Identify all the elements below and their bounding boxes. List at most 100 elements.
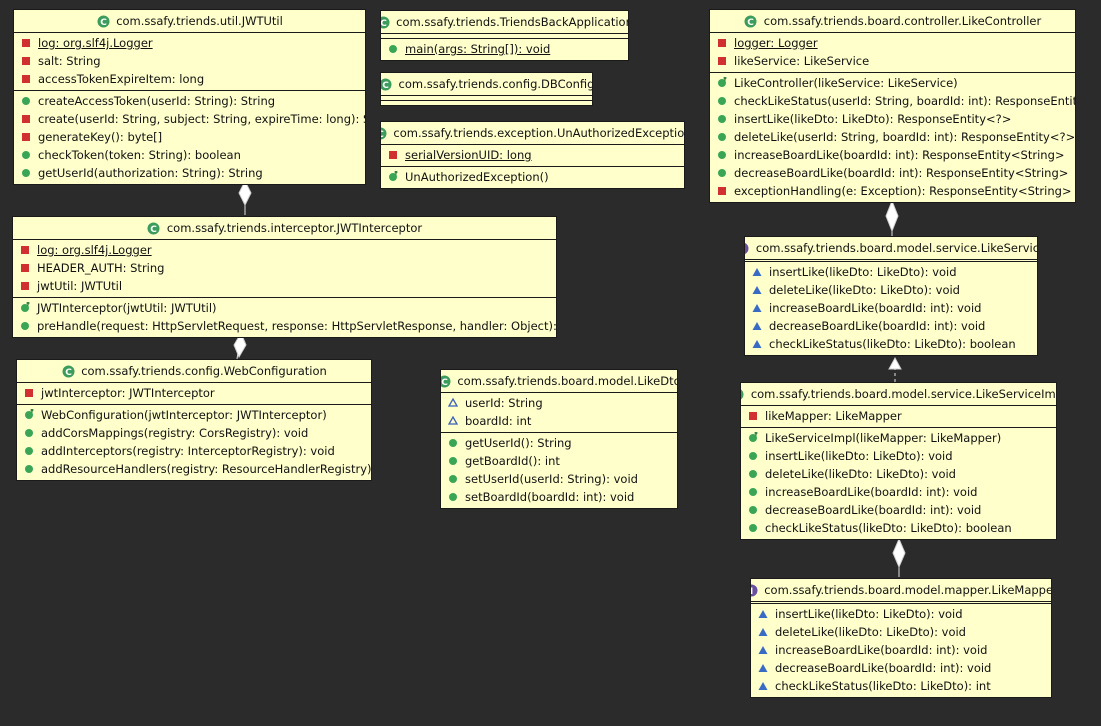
method-row[interactable]: decreaseBoardLike(boardId: int): void: [745, 317, 1037, 335]
method-row[interactable]: LikeController(likeService: LikeService): [710, 74, 1075, 92]
interface-icon: I: [745, 241, 750, 255]
field-text: HEADER_AUTH: String: [37, 261, 165, 275]
method-row[interactable]: JWTInterceptor(jwtUtil: JWTUtil): [13, 299, 556, 317]
method-row[interactable]: create(userId: String, subject: String, …: [14, 110, 365, 128]
method-row[interactable]: getUserId(): String: [441, 434, 677, 452]
field-row[interactable]: HEADER_AUTH: String: [13, 259, 556, 277]
private-visibility-icon: [19, 36, 33, 50]
svg-text:C: C: [747, 18, 754, 28]
class-name: com.ssafy.triends.config.WebConfiguratio…: [81, 364, 327, 378]
class-header[interactable]: Icom.ssafy.triends.board.model.service.L…: [745, 237, 1037, 262]
method-row[interactable]: increaseBoardLike(boardId: int): void: [741, 483, 1056, 501]
method-row[interactable]: deleteLike(likeDto: LikeDto): void: [741, 465, 1056, 483]
field-text: boardId: int: [465, 414, 532, 428]
fields-section: likeMapper: LikeMapper: [741, 406, 1056, 428]
method-row[interactable]: increaseBoardLike(boardId: int): Respons…: [710, 146, 1075, 164]
method-text: insertLike(likeDto: LikeDto): void: [765, 449, 953, 463]
method-text: UnAuthorizedException(): [405, 170, 549, 184]
class-box-like-service-impl[interactable]: Ccom.ssafy.triends.board.model.service.L…: [740, 382, 1057, 540]
private-visibility-icon: [715, 54, 729, 68]
method-row[interactable]: generateKey(): byte[]: [14, 128, 365, 146]
method-row[interactable]: checkLikeStatus(userId: String, boardId:…: [710, 92, 1075, 110]
field-row[interactable]: jwtInterceptor: JWTInterceptor: [17, 384, 371, 402]
field-row[interactable]: likeService: LikeService: [710, 52, 1075, 70]
class-box-like-service[interactable]: Icom.ssafy.triends.board.model.service.L…: [744, 236, 1038, 356]
method-text: decreaseBoardLike(boardId: int): Respons…: [734, 166, 1069, 180]
method-row[interactable]: deleteLike(likeDto: LikeDto): void: [745, 281, 1037, 299]
method-row[interactable]: insertLike(likeDto: LikeDto): void: [745, 263, 1037, 281]
field-row[interactable]: log: org.slf4j.Logger: [13, 241, 556, 259]
class-name: com.ssafy.triends.board.model.mapper.Lik…: [764, 583, 1051, 597]
method-row[interactable]: decreaseBoardLike(boardId: int): void: [741, 501, 1056, 519]
package-visibility-icon: [446, 414, 460, 428]
field-text: likeService: LikeService: [734, 54, 870, 68]
class-header[interactable]: Ccom.ssafy.triends.exception.UnAuthorize…: [381, 122, 684, 145]
method-row[interactable]: getUserId(authorization: String): String: [14, 164, 365, 182]
public-visibility-icon: [446, 454, 460, 468]
field-row[interactable]: accessTokenExpireItem: long: [14, 70, 365, 88]
method-row[interactable]: decreaseBoardLike(boardId: int): Respons…: [710, 164, 1075, 182]
method-row[interactable]: deleteLike(likeDto: LikeDto): void: [751, 623, 1051, 641]
class-box-like-mapper[interactable]: Icom.ssafy.triends.board.model.mapper.Li…: [750, 578, 1052, 698]
field-row[interactable]: boardId: int: [441, 412, 677, 430]
methods-section: createAccessToken(userId: String): Strin…: [14, 91, 365, 184]
class-box-triends-back-application[interactable]: Ccom.ssafy.triends.TriendsBackApplicatio…: [380, 10, 629, 61]
public-visibility-icon: [19, 166, 33, 180]
field-row[interactable]: userId: String: [441, 394, 677, 412]
method-row[interactable]: increaseBoardLike(boardId: int): void: [745, 299, 1037, 317]
class-name: com.ssafy.triends.TriendsBackApplication: [396, 15, 628, 29]
method-row[interactable]: preHandle(request: HttpServletRequest, r…: [13, 317, 556, 335]
method-row[interactable]: addInterceptors(registry: InterceptorReg…: [17, 442, 371, 460]
method-row[interactable]: main(args: String[]): void: [381, 40, 628, 58]
method-row[interactable]: UnAuthorizedException(): [381, 168, 684, 186]
method-row[interactable]: insertLike(likeDto: LikeDto): void: [741, 447, 1056, 465]
method-row[interactable]: exceptionHandling(e: Exception): Respons…: [710, 182, 1075, 200]
method-text: LikeController(likeService: LikeService): [734, 76, 958, 90]
method-row[interactable]: increaseBoardLike(boardId: int): void: [751, 641, 1051, 659]
public-visibility-icon: [19, 94, 33, 108]
method-row[interactable]: setBoardId(boardId: int): void: [441, 488, 677, 506]
method-row[interactable]: insertLike(likeDto: LikeDto): ResponseEn…: [710, 110, 1075, 128]
method-row[interactable]: WebConfiguration(jwtInterceptor: JWTInte…: [17, 406, 371, 424]
class-header[interactable]: Ccom.ssafy.triends.TriendsBackApplicatio…: [381, 11, 628, 34]
method-row[interactable]: insertLike(likeDto: LikeDto): void: [751, 605, 1051, 623]
method-row[interactable]: checkLikeStatus(likeDto: LikeDto): boole…: [741, 519, 1056, 537]
method-row[interactable]: checkLikeStatus(likeDto: LikeDto): int: [751, 677, 1051, 695]
field-row[interactable]: serialVersionUID: long: [381, 146, 684, 164]
field-row[interactable]: likeMapper: LikeMapper: [741, 407, 1056, 425]
private-visibility-icon: [19, 72, 33, 86]
method-row[interactable]: checkToken(token: String): boolean: [14, 146, 365, 164]
class-box-unauthorized-exception[interactable]: Ccom.ssafy.triends.exception.UnAuthorize…: [380, 121, 685, 189]
method-row[interactable]: createAccessToken(userId: String): Strin…: [14, 92, 365, 110]
method-row[interactable]: decreaseBoardLike(boardId: int): void: [751, 659, 1051, 677]
method-row[interactable]: checkLikeStatus(likeDto: LikeDto): boole…: [745, 335, 1037, 353]
class-name: com.ssafy.triends.board.controller.LikeC…: [763, 14, 1042, 28]
class-header[interactable]: Ccom.ssafy.triends.board.model.service.L…: [741, 383, 1056, 406]
method-row[interactable]: addResourceHandlers(registry: ResourceHa…: [17, 460, 371, 478]
method-row[interactable]: deleteLike(userId: String, boardId: int)…: [710, 128, 1075, 146]
field-row[interactable]: log: org.slf4j.Logger: [14, 34, 365, 52]
method-row[interactable]: addCorsMappings(registry: CorsRegistry):…: [17, 424, 371, 442]
method-row[interactable]: setUserId(userId: String): void: [441, 470, 677, 488]
class-header[interactable]: Icom.ssafy.triends.board.model.mapper.Li…: [751, 579, 1051, 604]
field-row[interactable]: salt: String: [14, 52, 365, 70]
field-row[interactable]: jwtUtil: JWTUtil: [13, 277, 556, 295]
field-row[interactable]: logger: Logger: [710, 34, 1075, 52]
private-visibility-icon: [715, 184, 729, 198]
method-row[interactable]: getBoardId(): int: [441, 452, 677, 470]
class-icon: C: [744, 14, 758, 28]
abstract-visibility-icon: [756, 625, 770, 639]
method-row[interactable]: LikeServiceImpl(likeMapper: LikeMapper): [741, 429, 1056, 447]
